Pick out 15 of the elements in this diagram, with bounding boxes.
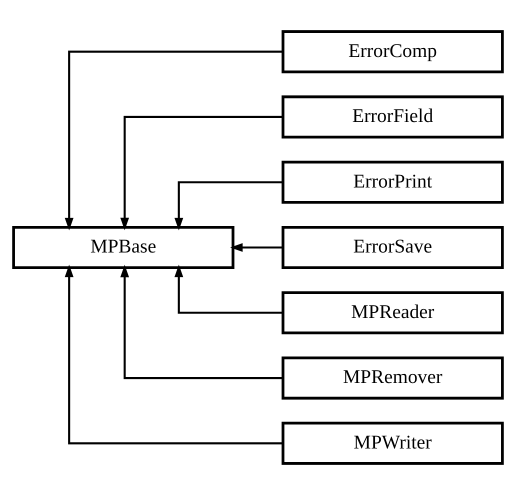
node-box: ErrorPrint [282,160,504,204]
node-box: MPWriter [282,421,504,464]
node-box: ErrorField [282,94,504,138]
node-box: MPReader [282,290,504,334]
arrow [230,242,283,252]
arrow [64,264,283,444]
arrow [120,264,283,379]
arrow [64,50,283,230]
arrow [174,180,283,230]
node-box: MPBase [12,225,234,269]
arrow [174,264,283,314]
node-box: ErrorSave [282,225,504,269]
node-box: MPRemover [282,356,504,400]
arrow [120,115,283,230]
node-box: ErrorComp [282,30,504,73]
